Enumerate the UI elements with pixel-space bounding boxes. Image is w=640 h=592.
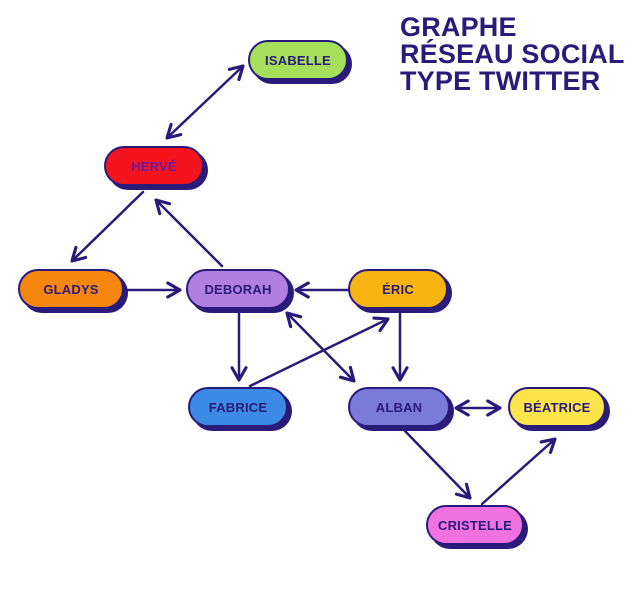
node-label: ISABELLE — [265, 52, 331, 68]
node-label: ALBAN — [375, 399, 423, 415]
node-label: HERVÉ — [131, 158, 177, 174]
node-label: CRISTELLE — [437, 517, 513, 533]
node-herve[interactable]: HERVÉ — [104, 146, 204, 186]
node-label: GLADYS — [43, 281, 99, 297]
node-beatrice[interactable]: BÉATRICE — [508, 387, 606, 427]
edge-fabrice-eric — [248, 316, 390, 388]
node-label: ÉRIC — [382, 281, 414, 297]
edge-deborah-alban — [285, 311, 356, 383]
title-line-1: GRAPHE — [400, 12, 517, 42]
edge-herve-isabelle — [165, 64, 245, 140]
node-deborah[interactable]: DEBORAH — [186, 269, 290, 309]
edge-deborah-herve — [154, 198, 224, 268]
node-label: BÉATRICE — [523, 399, 591, 415]
diagram-title: GRAPHE RÉSEAU SOCIAL TYPE TWITTER — [400, 14, 625, 95]
title-line-2: RÉSEAU SOCIAL — [400, 39, 625, 69]
node-label: DEBORAH — [204, 281, 272, 297]
node-cristelle[interactable]: CRISTELLE — [426, 505, 524, 545]
edge-herve-gladys — [70, 190, 145, 263]
edge-alban-cristelle — [403, 429, 472, 500]
node-label: FABRICE — [208, 399, 268, 415]
title-line-3: TYPE TWITTER — [400, 66, 601, 96]
node-fabrice[interactable]: FABRICE — [188, 387, 288, 427]
node-gladys[interactable]: GLADYS — [18, 269, 124, 309]
node-alban[interactable]: ALBAN — [348, 387, 450, 427]
edge-cristelle-beatrice — [480, 437, 557, 506]
node-eric[interactable]: ÉRIC — [348, 269, 448, 309]
node-isabelle[interactable]: ISABELLE — [248, 40, 348, 80]
